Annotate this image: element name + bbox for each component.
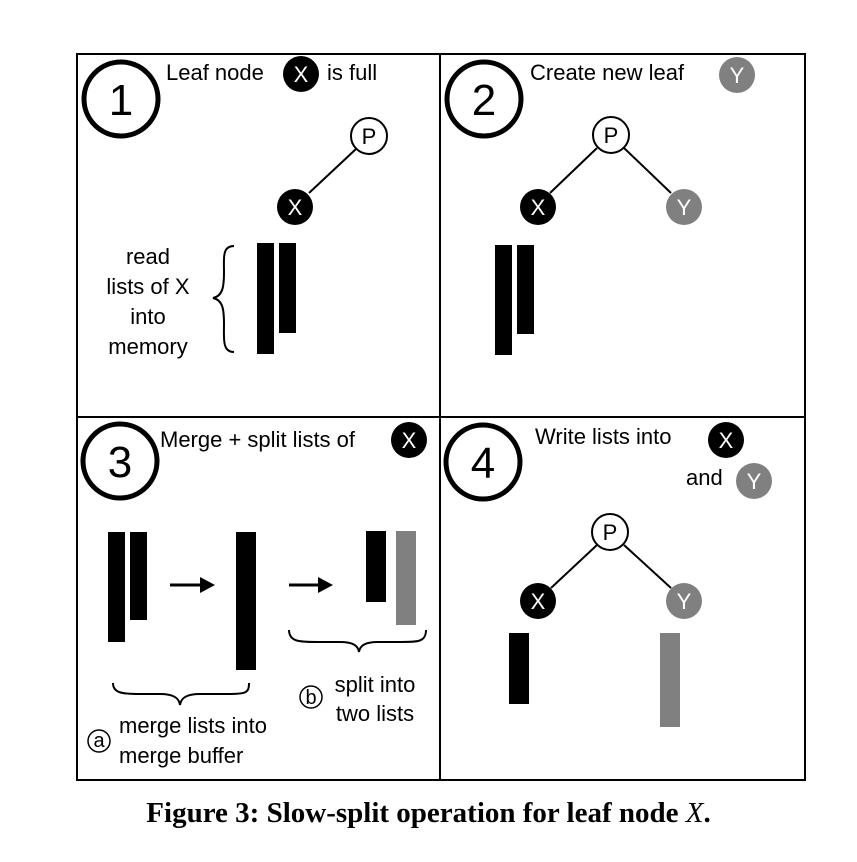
list-bar: [517, 245, 534, 334]
node-x-label: X: [402, 428, 417, 453]
step-number-circle: [80, 421, 160, 501]
step-number-circle: [81, 59, 161, 139]
written-list-y-bar: [660, 633, 680, 727]
node-y-badge: [719, 57, 755, 93]
arrow-right-icon: [318, 577, 333, 593]
note-line: read: [126, 244, 170, 269]
leaf-node-y-label: Y: [677, 589, 692, 614]
parent-node: [591, 513, 629, 551]
leaf-node-y: [666, 189, 702, 225]
panel-2: 2 Create new leaf Y P X Y: [444, 57, 755, 355]
parent-node-label: P: [603, 520, 618, 545]
merge-buffer-bar: [236, 532, 256, 670]
tree-edge: [550, 544, 598, 589]
panel-title: Write lists into: [535, 424, 672, 449]
tree-edge: [623, 544, 672, 589]
leaf-node-x: [520, 583, 556, 619]
step-b-marker: b: [305, 687, 316, 709]
step-b-text: split into: [335, 672, 416, 697]
note-line: into: [130, 304, 165, 329]
leaf-node-y-label: Y: [677, 195, 692, 220]
step-number: 1: [109, 76, 133, 125]
list-bar: [257, 243, 274, 354]
step-a-text: merge buffer: [119, 743, 243, 768]
step-b-text: two lists: [336, 701, 414, 726]
node-x-badge: [283, 56, 319, 92]
list-bar: [279, 243, 296, 333]
step-a-marker-circle: [87, 729, 111, 753]
caption-prefix: Figure 3: Slow-split operation for leaf …: [146, 797, 679, 829]
tree-edge: [549, 147, 598, 194]
panel-1: 1 Leaf node X is full P X read lists of …: [81, 56, 388, 359]
leaf-node-x-label: X: [531, 589, 546, 614]
parent-node-label: P: [604, 123, 619, 148]
node-y-label: Y: [730, 63, 745, 88]
step-number-circle: [443, 422, 523, 502]
caption-variable: X: [685, 797, 704, 829]
list-bar: [495, 245, 512, 355]
list-bar: [108, 532, 125, 642]
curly-brace: [212, 245, 235, 353]
tree-edge: [308, 148, 357, 194]
step-number: 3: [108, 438, 132, 487]
panel-title: Leaf node: [166, 60, 264, 85]
panel-title: Create new leaf: [530, 60, 685, 85]
slow-split-diagram: 1 Leaf node X is full P X read lists of …: [76, 53, 806, 781]
note-line: memory: [108, 334, 187, 359]
node-x-badge: [391, 422, 427, 458]
panel-title-and: and: [686, 465, 723, 490]
node-y-badge: [736, 463, 772, 499]
leaf-node-x-label: X: [531, 195, 546, 220]
leaf-node-x: [277, 189, 313, 225]
node-x-badge: [708, 422, 744, 458]
written-list-x-bar: [509, 633, 529, 704]
step-b-marker-circle: [299, 685, 323, 709]
leaf-node-x: [520, 189, 556, 225]
panel-4: 4 Write lists into X and Y P X Y: [443, 422, 772, 727]
node-x-label: X: [294, 62, 309, 87]
node-x-label: X: [719, 428, 734, 453]
figure-caption: Figure 3: Slow-split operation for leaf …: [0, 797, 857, 830]
parent-node: [592, 116, 630, 154]
step-a-marker: a: [93, 730, 105, 752]
curly-brace: [112, 682, 250, 706]
split-list-y-bar: [396, 531, 416, 625]
leaf-node-x-label: X: [288, 195, 303, 220]
panel-title: Merge + split lists of: [160, 427, 356, 452]
split-list-x-bar: [366, 531, 386, 602]
panel-3: 3 Merge + split lists of X b split into …: [80, 421, 427, 768]
node-y-label: Y: [747, 469, 762, 494]
step-number: 2: [472, 76, 496, 125]
step-number-circle: [444, 59, 524, 139]
step-a-text: merge lists into: [119, 713, 267, 738]
parent-node-label: P: [362, 124, 377, 149]
panel-title-suffix: is full: [327, 60, 377, 85]
tree-edge: [623, 147, 672, 194]
arrow-right-icon: [200, 577, 215, 593]
parent-node: [350, 117, 388, 155]
panel-grid: [76, 53, 806, 781]
list-bar: [130, 532, 147, 620]
curly-brace: [288, 629, 427, 653]
note-line: lists of X: [106, 274, 189, 299]
leaf-node-y: [666, 583, 702, 619]
step-number: 4: [471, 439, 495, 488]
caption-suffix: .: [703, 797, 711, 829]
